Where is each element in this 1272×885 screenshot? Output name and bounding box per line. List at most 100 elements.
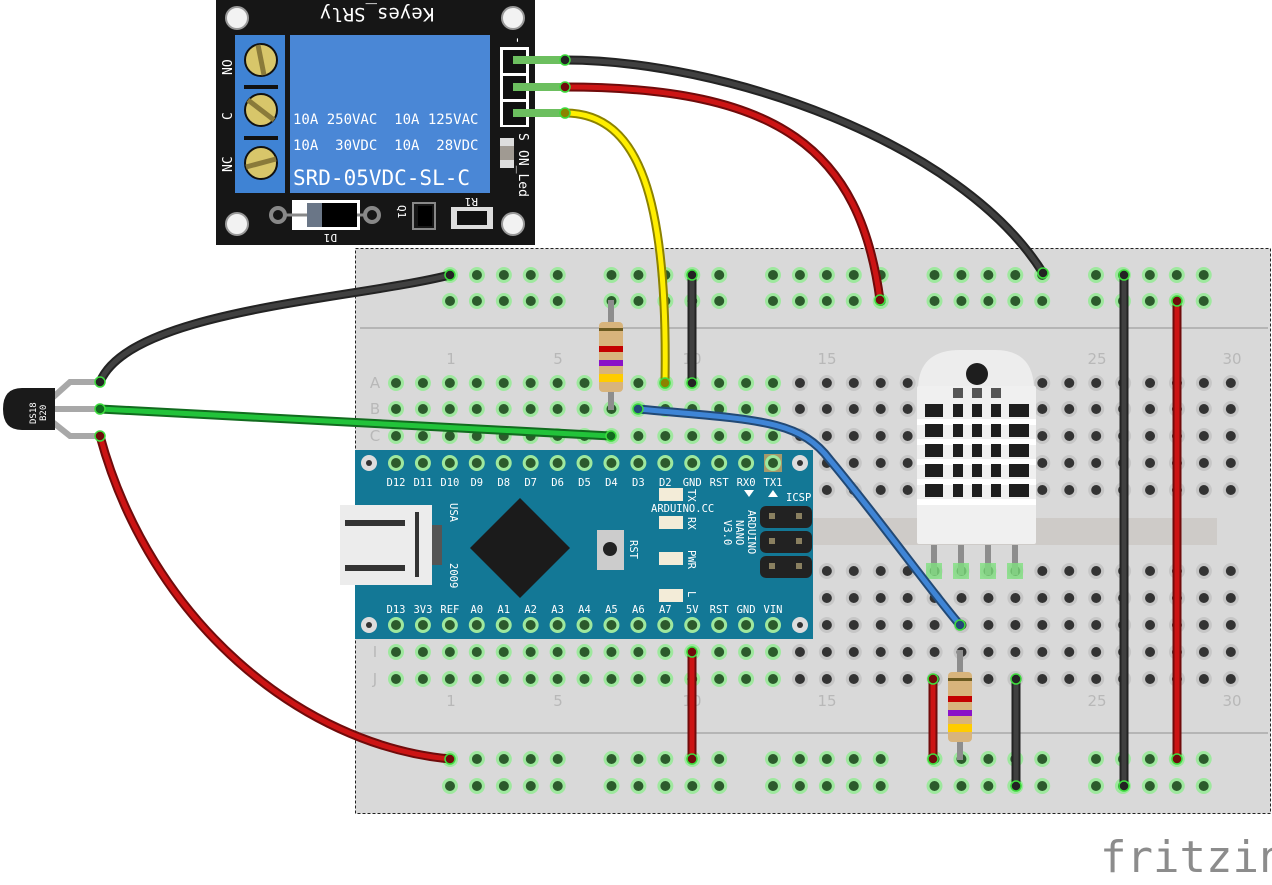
breadboard-hole[interactable] (1034, 455, 1051, 471)
jumper-gnd-top[interactable] (686, 269, 698, 389)
breadboard-hole[interactable] (1195, 401, 1212, 417)
breadboard-hole[interactable] (1088, 267, 1104, 283)
breadboard-hole[interactable] (872, 751, 889, 767)
breadboard-hole[interactable] (603, 644, 620, 660)
breadboard-hole[interactable] (872, 590, 889, 606)
breadboard-hole[interactable] (1088, 644, 1105, 660)
wire-end[interactable] (559, 54, 571, 66)
breadboard-hole[interactable] (657, 428, 674, 444)
breadboard-hole[interactable] (414, 428, 431, 444)
breadboard-hole[interactable] (738, 428, 755, 444)
breadboard-hole[interactable] (711, 375, 728, 391)
breadboard-hole[interactable] (576, 375, 593, 391)
breadboard-hole[interactable] (1222, 671, 1239, 687)
breadboard-hole[interactable] (845, 778, 862, 794)
breadboard-hole[interactable] (980, 617, 997, 633)
breadboard-hole[interactable] (899, 428, 916, 444)
jumper-gnd-bottom[interactable] (1010, 673, 1022, 792)
breadboard-hole[interactable] (899, 617, 916, 633)
nano-pin-d7[interactable]: D7 (522, 455, 539, 489)
breadboard-hole[interactable] (522, 644, 539, 660)
nano-pin-5v[interactable]: 5V (684, 604, 701, 633)
breadboard-hole[interactable] (495, 751, 512, 767)
breadboard-hole[interactable] (1142, 590, 1159, 606)
breadboard-hole[interactable] (872, 455, 889, 471)
nano-pin-d9[interactable]: D9 (468, 455, 485, 489)
breadboard-hole[interactable] (414, 644, 431, 660)
nano-pin-rst[interactable]: RST (710, 604, 730, 633)
breadboard-hole[interactable] (1034, 482, 1051, 498)
breadboard-hole[interactable] (711, 428, 728, 444)
breadboard-hole[interactable] (980, 590, 997, 606)
breadboard-hole[interactable] (845, 428, 862, 444)
breadboard-hole[interactable] (1222, 455, 1239, 471)
relay-gnd-wire[interactable] (559, 54, 1049, 279)
breadboard-hole[interactable] (872, 428, 889, 444)
breadboard-hole[interactable] (926, 267, 943, 283)
breadboard-hole[interactable] (1034, 751, 1051, 767)
nano-pin-d12[interactable]: D12 (387, 455, 406, 489)
breadboard-hole[interactable] (1195, 563, 1212, 579)
breadboard-hole[interactable] (1141, 293, 1158, 309)
breadboard-hole[interactable] (1195, 590, 1212, 606)
breadboard-hole[interactable] (1142, 401, 1159, 417)
nano-pin-d11[interactable]: D11 (413, 455, 432, 489)
wire-end[interactable] (927, 673, 939, 685)
breadboard-hole[interactable] (845, 293, 862, 309)
breadboard-hole[interactable] (1142, 563, 1159, 579)
breadboard-hole[interactable] (980, 293, 997, 309)
breadboard-hole[interactable] (1222, 375, 1239, 391)
breadboard-hole[interactable] (414, 671, 431, 687)
breadboard-hole[interactable] (791, 778, 808, 794)
breadboard-hole[interactable] (603, 778, 620, 794)
breadboard-hole[interactable] (495, 375, 512, 391)
breadboard-hole[interactable] (738, 401, 755, 417)
breadboard-hole[interactable] (791, 644, 808, 660)
breadboard-hole[interactable] (388, 401, 404, 417)
nano-pin-d4[interactable]: D4 (603, 455, 620, 489)
breadboard-hole[interactable] (630, 644, 647, 660)
breadboard-hole[interactable] (603, 671, 620, 687)
wire-end[interactable] (927, 753, 939, 765)
breadboard-hole[interactable] (818, 401, 835, 417)
wire-end[interactable] (444, 269, 456, 281)
breadboard-hole[interactable] (549, 671, 566, 687)
breadboard-hole[interactable] (1088, 590, 1105, 606)
breadboard-hole[interactable] (1034, 428, 1051, 444)
breadboard-hole[interactable] (576, 401, 593, 417)
breadboard-hole[interactable] (630, 428, 647, 444)
breadboard-hole[interactable] (522, 671, 539, 687)
breadboard-hole[interactable] (1007, 267, 1024, 283)
breadboard-hole[interactable] (495, 267, 512, 283)
wire-end[interactable] (686, 646, 698, 658)
breadboard-hole[interactable] (899, 644, 916, 660)
nano-pin-tx1[interactable]: TX1 (764, 454, 783, 489)
breadboard-hole[interactable] (1195, 644, 1212, 660)
breadboard-hole[interactable] (657, 751, 674, 767)
ds18b20-vcc-wire[interactable] (94, 430, 456, 765)
breadboard-hole[interactable] (711, 644, 728, 660)
breadboard-hole[interactable] (711, 751, 728, 767)
breadboard-hole[interactable] (1142, 455, 1159, 471)
breadboard-hole[interactable] (1034, 401, 1051, 417)
breadboard-hole[interactable] (549, 644, 566, 660)
breadboard-hole[interactable] (1061, 644, 1078, 660)
nano-pin-d13[interactable]: D13 (387, 604, 406, 633)
breadboard-hole[interactable] (1195, 293, 1212, 309)
breadboard-hole[interactable] (1088, 751, 1104, 767)
wire-end[interactable] (686, 753, 698, 765)
nano-pin-a6[interactable]: A6 (630, 604, 647, 633)
breadboard-hole[interactable] (1168, 267, 1185, 283)
breadboard-hole[interactable] (926, 293, 943, 309)
nano-pin-d3[interactable]: D3 (630, 455, 647, 489)
breadboard-hole[interactable] (1061, 590, 1078, 606)
breadboard-hole[interactable] (845, 671, 862, 687)
wire-end[interactable] (559, 107, 571, 119)
breadboard-hole[interactable] (872, 482, 889, 498)
breadboard-hole[interactable] (980, 751, 997, 767)
breadboard-hole[interactable] (818, 751, 835, 767)
breadboard-hole[interactable] (657, 778, 674, 794)
nano-pin-a4[interactable]: A4 (576, 604, 593, 633)
breadboard-hole[interactable] (1142, 428, 1159, 444)
rail-gnd-bridge[interactable] (1118, 269, 1130, 792)
